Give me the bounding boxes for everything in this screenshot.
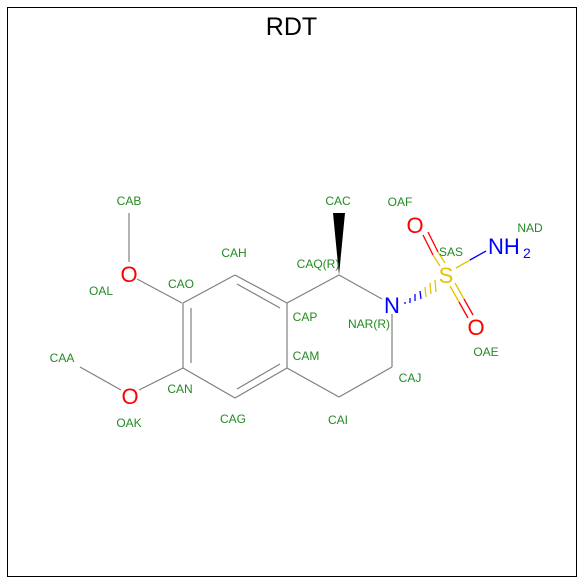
label-can: CAN — [167, 382, 192, 396]
wedge-bond-caq-cac — [333, 213, 345, 275]
bond-group — [79, 213, 393, 399]
atom-o-sulfonyl-top: O — [406, 213, 423, 238]
diagram-frame — [7, 7, 577, 577]
label-nar: NAR(R) — [348, 317, 390, 331]
label-caa: CAA — [50, 351, 75, 365]
bond-can-oak — [138, 367, 184, 391]
label-cab: CAB — [117, 194, 142, 208]
diagram-title: RDT — [265, 13, 318, 41]
label-cag: CAG — [220, 412, 246, 426]
label-caq: CAQ(R) — [297, 257, 340, 271]
label-cam: CAM — [293, 349, 320, 363]
bond-cam-cag-inner — [236, 363, 281, 390]
label-oal: OAL — [89, 284, 113, 298]
atom-o-top: O — [120, 262, 137, 287]
bond-oal-cao — [136, 278, 183, 304]
label-cao: CAO — [168, 277, 194, 291]
label-oak: OAK — [116, 416, 141, 430]
bond-oak-caa — [79, 366, 122, 391]
bond-cap-caq — [286, 274, 340, 304]
label-sas: SAS — [439, 245, 463, 259]
label-oaf: OAF — [388, 195, 413, 209]
hash-bond-nar-sas — [404, 279, 437, 304]
bond-cao-cah — [182, 274, 236, 304]
label-cai: CAI — [328, 413, 348, 427]
atom-o-sulfonyl-bottom: O — [467, 315, 484, 340]
bond-cah-cap-inner — [236, 283, 281, 309]
label-oae: OAE — [473, 345, 498, 359]
bond-cam-cag — [234, 367, 288, 399]
label-caj: CAJ — [399, 371, 422, 385]
bond-cah-cap — [234, 274, 288, 304]
label-cah: CAH — [221, 246, 246, 260]
label-nad: NAD — [517, 221, 543, 235]
label-cap: CAP — [293, 310, 318, 324]
atom-s: S — [439, 263, 454, 288]
bond-cai-cam — [286, 367, 340, 398]
atom-o-bottom: O — [121, 384, 138, 409]
atom-nh2: NH — [488, 234, 520, 259]
bond-caj-cai — [338, 366, 393, 398]
atom-n-ring: N — [384, 293, 400, 318]
bond-cag-can — [182, 367, 236, 399]
atom-nh2-subscript: 2 — [523, 245, 531, 261]
bond-caq-nar — [338, 274, 383, 300]
sulfonyl-bonds — [422, 231, 487, 319]
label-cac: CAC — [325, 194, 351, 208]
